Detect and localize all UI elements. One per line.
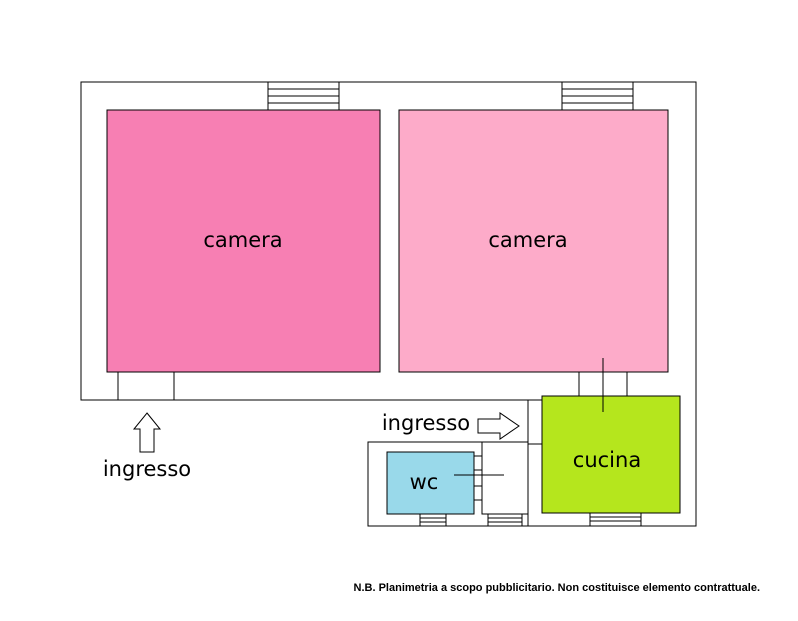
corridor-frame — [527, 399, 543, 445]
room-cucina — [541, 395, 681, 514]
disclaimer-note: N.B. Planimetria a scopo pubblicitario. … — [354, 582, 760, 594]
main-entrance-label: ingresso — [103, 457, 191, 481]
window-top-left — [267, 81, 340, 111]
side-entrance-arrow-icon — [477, 412, 520, 440]
room-wc — [386, 451, 475, 515]
main-entrance-door — [117, 372, 175, 400]
room-camera-left-label: camera — [203, 228, 282, 252]
window-top-right — [561, 81, 634, 111]
room-cucina-label: cucina — [573, 448, 641, 472]
room-camera-left — [106, 109, 381, 373]
window-bottom-cucina — [589, 512, 642, 527]
room-camera-right-label: camera — [488, 228, 567, 252]
room-wc-label: wc — [410, 470, 439, 494]
window-bottom-wc — [419, 513, 447, 527]
main-entrance-arrow-icon — [132, 412, 162, 453]
window-bottom-corridor — [487, 513, 523, 527]
side-entrance-label: ingresso — [382, 411, 470, 435]
room-camera-right — [398, 109, 669, 373]
